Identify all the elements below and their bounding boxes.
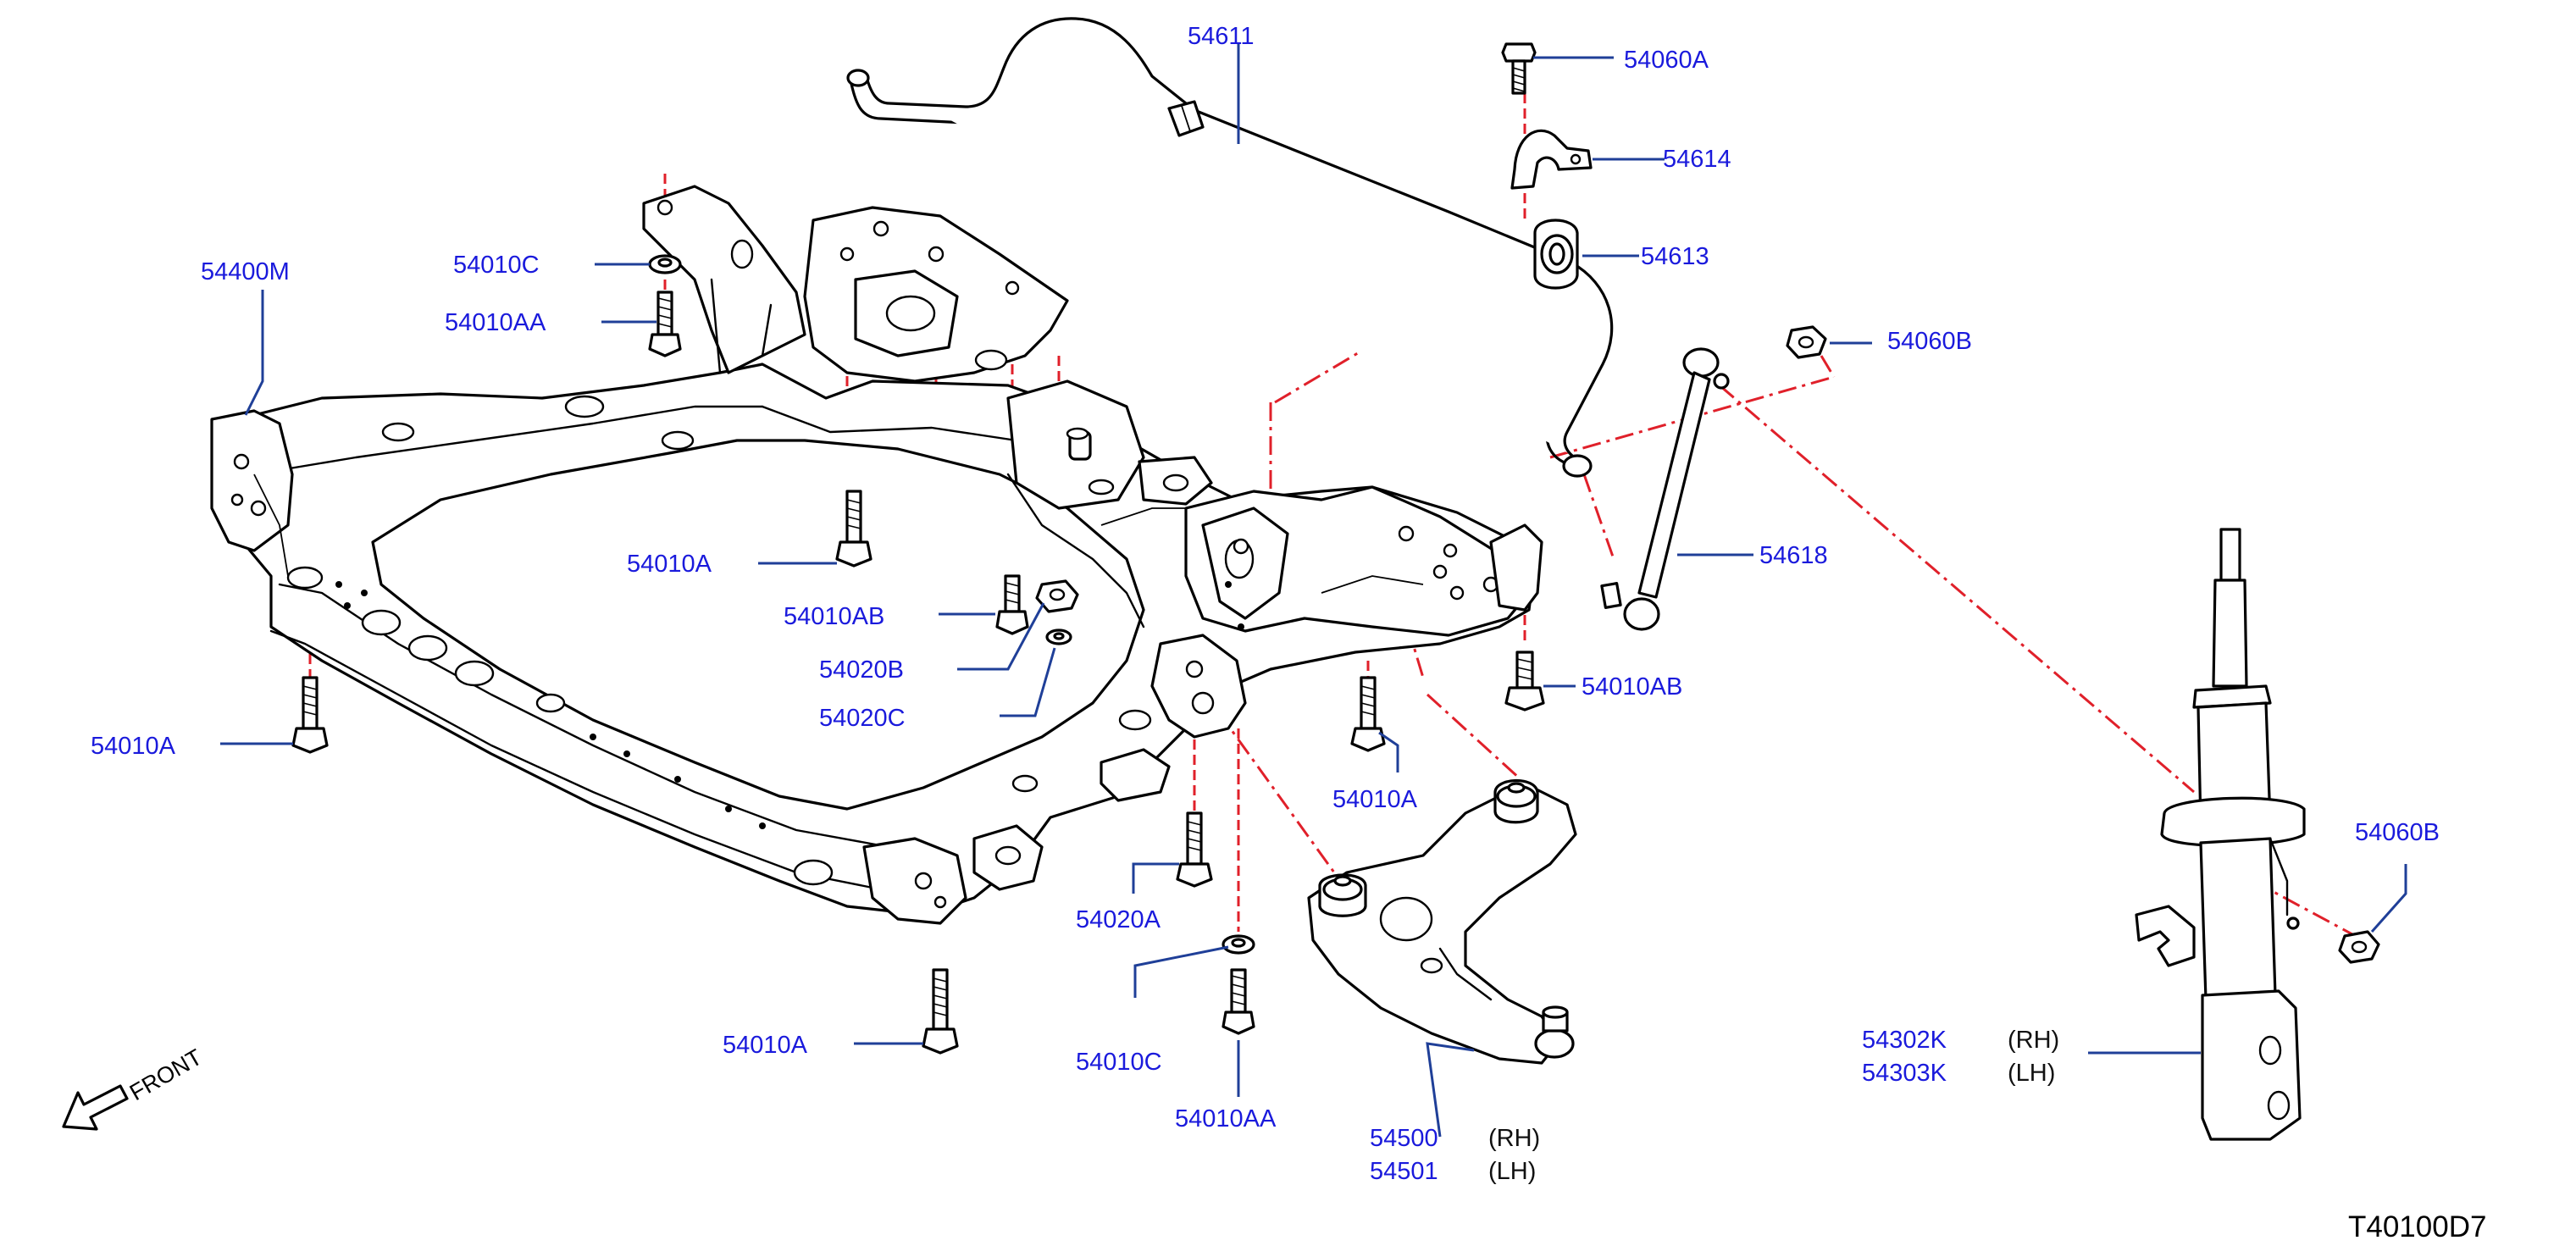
side-lh-arm: (LH)	[1488, 1158, 1536, 1185]
stabilizer-clamp	[1510, 129, 1593, 190]
bolt-54060A	[1501, 42, 1537, 95]
label-54010AB-right: 54010AB	[1582, 673, 1682, 700]
label-54010C-bottom: 54010C	[1076, 1049, 1162, 1076]
side-rh-strut: (RH)	[2008, 1027, 2059, 1054]
bolt-54010AB-right	[1504, 651, 1545, 712]
bolt-54010A-center	[1350, 676, 1386, 752]
nut-54020B	[1035, 579, 1079, 613]
label-54060B-top: 54060B	[1887, 328, 1972, 355]
label-54020B: 54020B	[819, 656, 904, 684]
label-54613: 54613	[1641, 243, 1709, 270]
bolt-54010A-left	[291, 676, 329, 754]
stabilizer-bushing	[1533, 219, 1579, 290]
washer-54020C	[1045, 628, 1072, 645]
strut-assembly	[2135, 528, 2306, 1141]
front-arrow-icon	[62, 1084, 129, 1131]
label-54010AA-top: 54010AA	[445, 309, 546, 336]
bolt-54020A	[1176, 811, 1213, 888]
side-rh-arm: (RH)	[1488, 1125, 1540, 1152]
label-54611: 54611	[1188, 23, 1255, 50]
label-54010A-bottom: 54010A	[723, 1032, 808, 1059]
label-54020A: 54020A	[1076, 906, 1161, 933]
side-lh-strut: (LH)	[2008, 1060, 2055, 1087]
label-54303K: 54303K	[1862, 1060, 1947, 1087]
part-labels: 54611 54060A 54614 54613 54060B 54618 54…	[91, 23, 2440, 1185]
bolt-54010AB-left	[995, 574, 1029, 635]
washer-54010C-bottom	[1222, 934, 1255, 955]
front-subframe	[210, 185, 1543, 925]
label-54060A: 54060A	[1624, 47, 1709, 74]
label-54010AA-bottom: 54010AA	[1175, 1105, 1277, 1132]
label-54020C: 54020C	[819, 705, 906, 732]
label-54400M: 54400M	[201, 258, 290, 285]
stabilizer-bar	[846, 17, 1614, 478]
label-54010AB-left: 54010AB	[784, 603, 884, 630]
leader-lines	[220, 44, 2407, 1138]
bolt-54010A-mid	[835, 490, 873, 568]
label-54614: 54614	[1663, 146, 1731, 173]
label-54010A-center: 54010A	[1332, 786, 1418, 813]
diagram-code: T40100D7	[2348, 1210, 2486, 1243]
nut-54060B-top	[1786, 325, 1827, 359]
washer-54010C-top	[648, 254, 682, 274]
bolt-54010AA-bottom	[1222, 968, 1255, 1035]
front-label: FRONT	[125, 1044, 207, 1105]
bolt-54010A-bottom	[922, 968, 959, 1055]
label-54500: 54500	[1370, 1125, 1438, 1152]
stabilizer-link	[1600, 347, 1730, 631]
label-54010C-top: 54010C	[453, 252, 540, 279]
front-direction-indicator: FRONT	[62, 1044, 207, 1131]
nut-54060B-strut	[2338, 930, 2380, 964]
label-54060B-strut: 54060B	[2355, 819, 2440, 846]
label-54010A-left: 54010A	[91, 733, 176, 760]
transverse-link	[1307, 778, 1577, 1065]
label-54618: 54618	[1759, 542, 1828, 569]
label-54501: 54501	[1370, 1158, 1438, 1185]
label-54302K: 54302K	[1862, 1027, 1947, 1054]
label-54010A-mid: 54010A	[627, 551, 712, 578]
bolt-54010AA-top	[648, 291, 682, 357]
